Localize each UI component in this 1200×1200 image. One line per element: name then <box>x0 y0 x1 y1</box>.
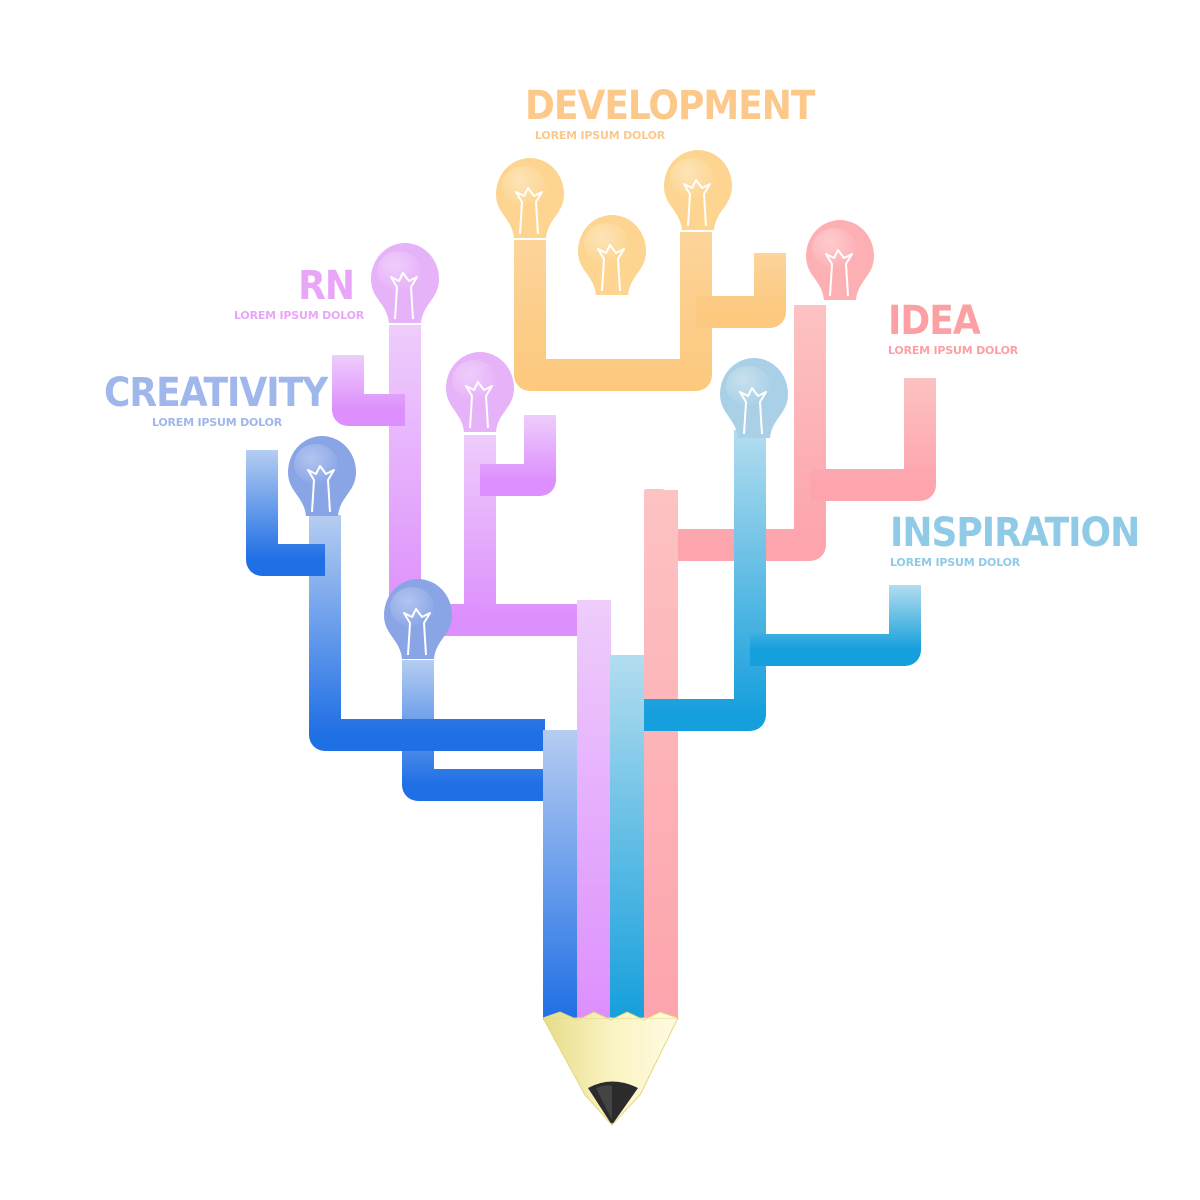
development-subtitle: LOREM IPSUM DOLOR <box>535 129 666 142</box>
bulb-icons <box>288 150 874 659</box>
bulb-icon <box>578 215 646 295</box>
bulb-icon <box>384 579 452 659</box>
purple-stem <box>577 600 611 1020</box>
cyan-stem <box>610 655 644 1020</box>
blue-stem <box>543 730 577 1020</box>
label-creativity: CREATIVITY LOREM IPSUM DOLOR <box>104 370 328 429</box>
label-idea: IDEA LOREM IPSUM DOLOR <box>888 301 1018 356</box>
bulb-icon <box>720 358 788 438</box>
pink-stem <box>644 490 678 1020</box>
pencil-tip <box>542 1011 679 1126</box>
bulb-icon <box>288 436 356 516</box>
bulb-icon <box>371 243 439 323</box>
label-development: DEVELOPMENT LOREM IPSUM DOLOR <box>525 83 815 142</box>
orange-branches <box>514 232 786 660</box>
bulb-icon <box>806 220 874 300</box>
blue-branches <box>246 450 545 801</box>
development-title: DEVELOPMENT <box>525 83 815 129</box>
inspiration-title: INSPIRATION <box>890 510 1140 556</box>
label-rn: RN LOREM IPSUM DOLOR <box>234 263 365 322</box>
idea-title: IDEA <box>888 298 981 344</box>
inspiration-subtitle: LOREM IPSUM DOLOR <box>890 556 1021 569</box>
label-inspiration: INSPIRATION LOREM IPSUM DOLOR <box>890 510 1140 569</box>
rn-subtitle: LOREM IPSUM DOLOR <box>234 309 365 322</box>
bulb-icon <box>446 352 514 432</box>
bulb-icon <box>496 158 564 238</box>
idea-subtitle: LOREM IPSUM DOLOR <box>888 344 1019 357</box>
creativity-title: CREATIVITY <box>104 370 328 416</box>
creativity-subtitle: LOREM IPSUM DOLOR <box>151 416 282 429</box>
rn-title: RN <box>298 263 355 309</box>
cyan-branches <box>628 430 921 731</box>
bulb-icon <box>664 150 732 230</box>
